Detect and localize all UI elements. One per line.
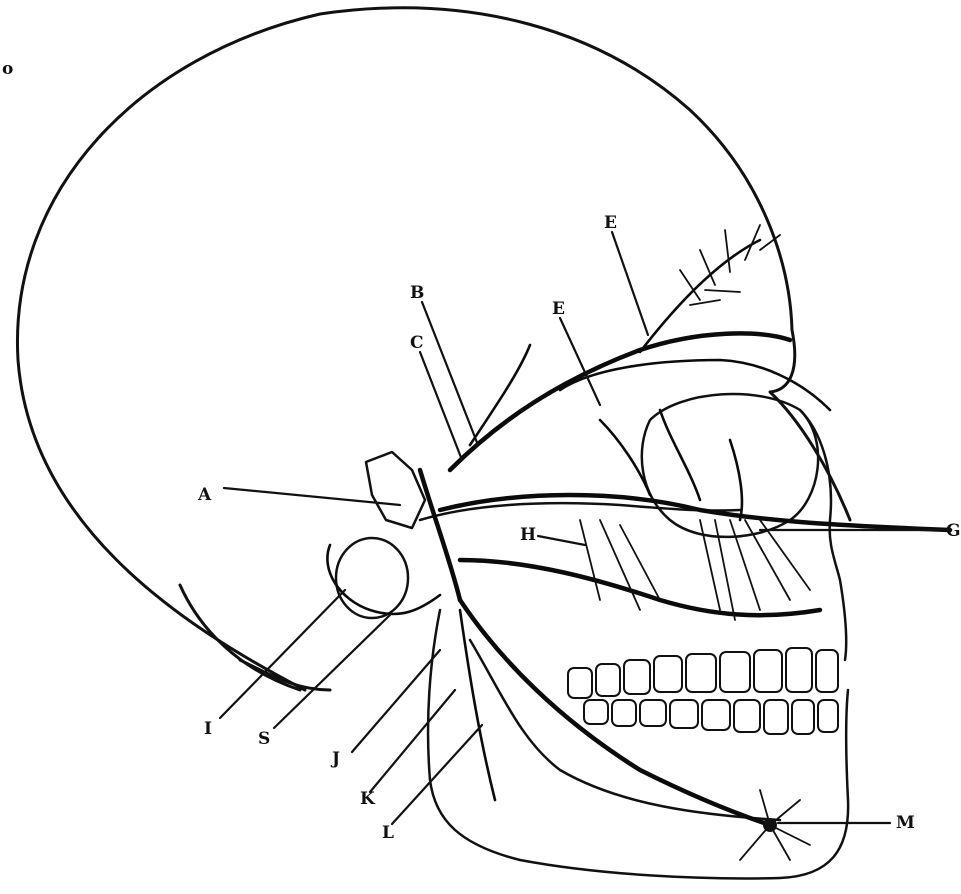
nerve-temporal-branch	[450, 333, 790, 470]
corner-mark: o	[2, 59, 13, 79]
mandible-outline	[428, 610, 848, 878]
cranium-outline	[17, 8, 850, 690]
chin-nerve-node	[763, 818, 777, 832]
temporal-hatch	[366, 452, 425, 528]
label-G: G	[946, 521, 961, 541]
leader-S	[274, 615, 390, 728]
ear-meatus	[336, 538, 408, 618]
upper-teeth	[568, 648, 838, 698]
frontal-twigs	[680, 225, 780, 305]
lower-teeth	[584, 700, 838, 734]
leader-L	[392, 725, 482, 824]
leader-C	[420, 352, 462, 460]
leader-E2	[560, 318, 600, 405]
label-K: K	[360, 789, 376, 809]
label-L: L	[382, 823, 394, 843]
buccal-twigs	[580, 520, 810, 620]
leader-H	[538, 536, 585, 545]
label-B: B	[410, 283, 424, 303]
label-C: C	[410, 333, 424, 353]
nerve-temporal-sub-1	[470, 345, 530, 445]
leader-K	[370, 690, 455, 792]
label-E1: E	[604, 213, 617, 233]
maxilla-contour	[800, 410, 846, 660]
label-S: S	[258, 729, 270, 749]
nerve-main-trunk	[420, 470, 460, 600]
leader-B	[422, 302, 478, 445]
label-H: H	[520, 525, 536, 545]
leader-E1	[612, 232, 648, 335]
label-M: M	[896, 813, 915, 833]
label-E2: E	[552, 299, 565, 319]
label-I: I	[204, 719, 212, 739]
occipital-base	[180, 585, 300, 690]
nerve-buccal-branch	[460, 560, 820, 615]
label-A: A	[197, 485, 212, 505]
label-J: J	[330, 749, 340, 769]
nerve-zygomatic-branch	[440, 495, 950, 530]
